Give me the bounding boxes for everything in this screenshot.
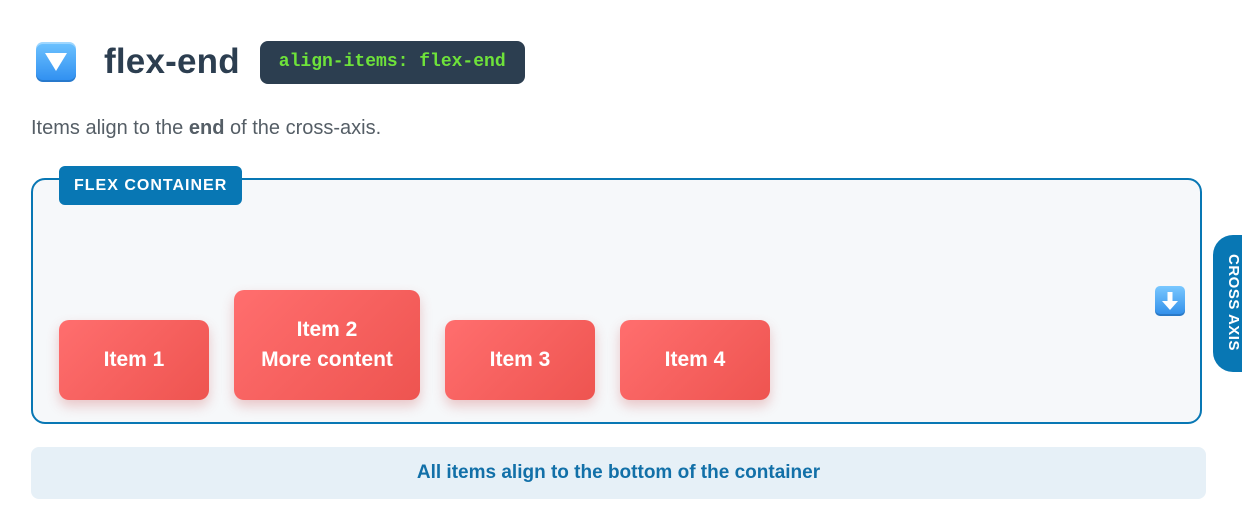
flex-item-label: Item 2 [296,318,358,341]
flex-item-4: Item 4 [620,320,770,400]
description: Items align to the end of the cross-axis… [31,117,381,140]
down-arrow-icon [1155,286,1185,316]
info-note: All items align to the bottom of the con… [31,447,1206,499]
flex-item-3: Item 3 [445,320,595,400]
flex-item-label: Item 1 [103,348,165,371]
flex-items: Item 1 Item 2 More content Item 3 Item 4 [59,290,770,400]
down-triangle-button-icon [36,42,76,82]
flex-container [31,178,1202,424]
cross-axis-label: CROSS AXIS [1225,254,1242,351]
flex-item-sublabel: More content [261,348,393,371]
description-text-before: Items align to the [31,117,189,139]
code-badge: align-items: flex-end [259,40,525,84]
header: flex-end align-items: flex-end [36,36,525,88]
flex-container-label: FLEX CONTAINER [59,166,243,205]
flex-item-label: Item 4 [664,348,726,371]
description-bold: end [188,117,225,139]
page-title: flex-end [104,42,240,81]
info-note-text: All items align to the bottom of the con… [416,462,821,483]
flex-item-2: Item 2 More content [234,290,420,400]
description-text-after: of the cross-axis. [224,117,382,139]
cross-axis-tab [1213,235,1242,372]
flex-item-label: Item 3 [489,348,551,371]
flex-item-1: Item 1 [59,320,209,400]
